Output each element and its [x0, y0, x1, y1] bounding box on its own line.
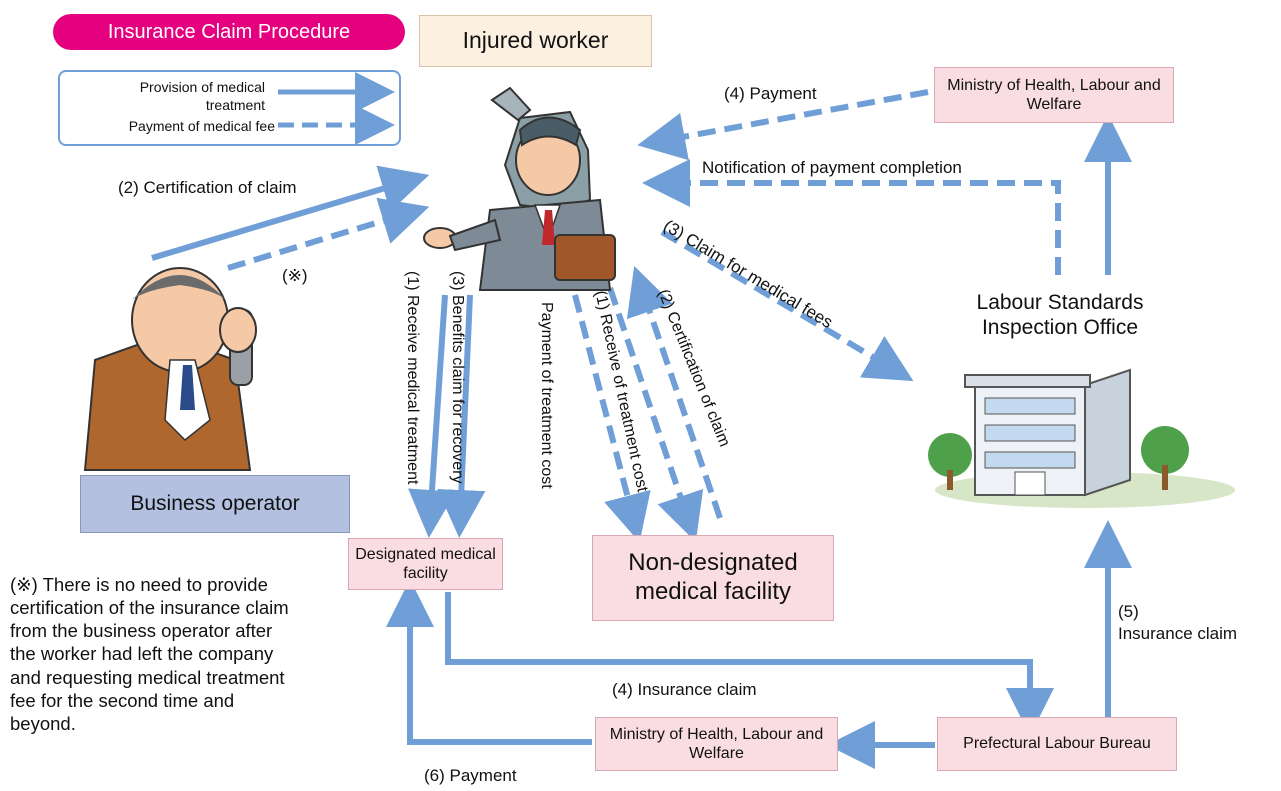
node-injured-worker: Injured worker — [419, 15, 652, 67]
node-ministry-bottom: Ministry of Health, Labour and Welfare — [595, 717, 838, 771]
arrow-payment-4 — [637, 89, 929, 161]
node-labour-office: Labour Standards Inspection Office — [976, 290, 1144, 339]
label-note-mark: (※) — [282, 266, 308, 285]
arrow-payment-6 — [386, 579, 592, 745]
label-receive-1: (1) Receive medical treatment — [404, 271, 421, 485]
arrow-notification — [642, 159, 1061, 275]
arrow-cert-2 — [151, 165, 430, 261]
diagram-title: Insurance Claim Procedure — [53, 14, 405, 50]
node-ministry-top: Ministry of Health, Labour and Welfare — [934, 67, 1174, 123]
injured-worker-illustration — [423, 86, 616, 291]
label-cert-2: (2) Certification of claim — [118, 178, 297, 197]
office-building-illustration — [928, 368, 1235, 508]
label-insurance-5-num: (5) — [1118, 602, 1139, 621]
footnote: (※) There is no need to provide certific… — [10, 574, 289, 734]
node-business-operator: Business operator — [80, 475, 350, 533]
arrow-note-dashed — [227, 197, 430, 271]
label-benefits-3: (3) Benefits claim for recovery — [449, 271, 466, 484]
label-notification: Notification of payment completion — [702, 158, 962, 177]
arrow-claim-3 — [660, 229, 914, 382]
arrow-benefits-3 — [437, 294, 486, 538]
label-insurance-4: (4) Insurance claim — [612, 680, 757, 699]
label-payment-4: (4) Payment — [724, 84, 817, 103]
legend-box — [58, 70, 401, 146]
arrow-cert-2b — [626, 265, 723, 519]
label-payment-6: (6) Payment — [424, 766, 517, 785]
arrow-insurance-4 — [445, 592, 1054, 736]
label-payment-treatment: Payment of treatment cost — [538, 302, 555, 489]
business-operator-illustration — [83, 267, 257, 471]
arrow-receive-1 — [408, 294, 456, 538]
arrow-receive-cost — [607, 287, 704, 543]
node-prefectural-bureau: Prefectural Labour Bureau — [937, 717, 1177, 771]
node-non-designated-facility: Non-designated medical facility — [592, 535, 834, 621]
legend-solid-label: Provision of medical treatment — [139, 79, 265, 114]
node-designated-facility: Designated medical facility — [348, 538, 503, 590]
label-insurance-5: Insurance claim — [1118, 624, 1238, 643]
arrow-payment-treatment — [572, 294, 651, 543]
legend-dashed-label: Payment of medical fee — [128, 118, 275, 134]
